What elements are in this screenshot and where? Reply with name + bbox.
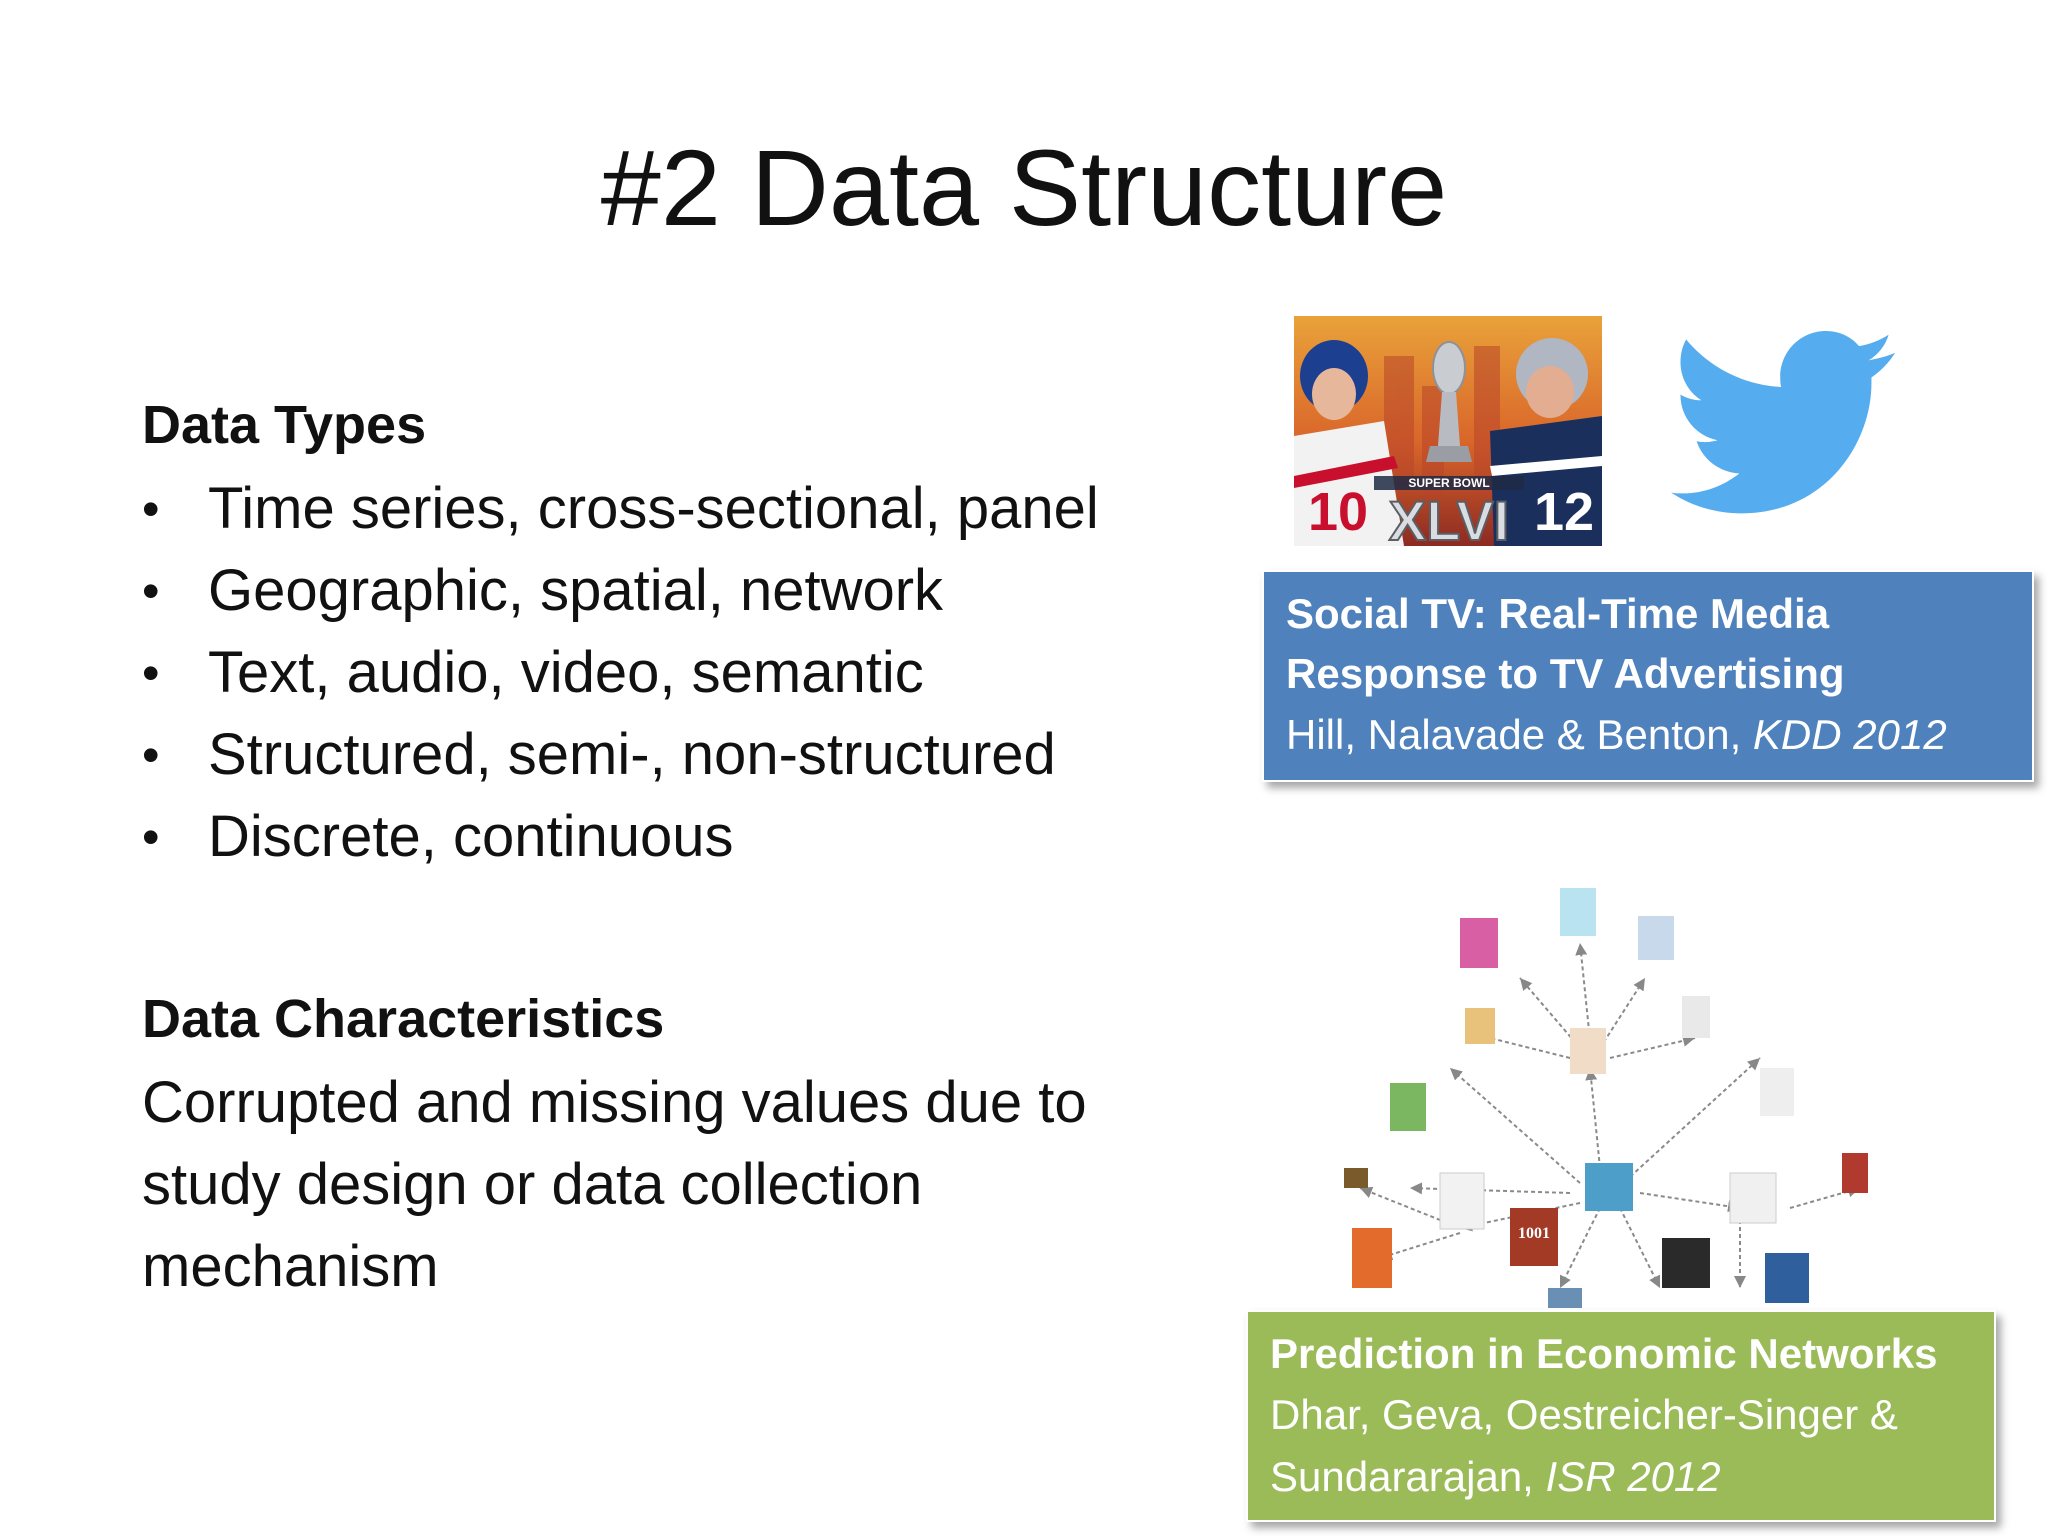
reference-title-line: Response to TV Advertising	[1286, 650, 1845, 697]
book-network-diagram: 1001	[1320, 868, 1880, 1308]
super-bowl-image: 10 12 SUPER BOWL XLVI	[1294, 316, 1602, 546]
data-characteristics-line: study design or data collection	[142, 1152, 923, 1217]
slide-title: #2 Data Structure	[600, 127, 1448, 248]
social-tv-reference-box: Social TV: Real-Time Media Response to T…	[1262, 570, 2034, 782]
bullet-icon: •	[142, 481, 160, 537]
reference-author-names: Hill, Nalavade & Benton,	[1286, 711, 1753, 758]
list-item: • Text, audio, video, semantic	[142, 632, 1202, 714]
data-characteristics-heading: Data Characteristics	[142, 989, 665, 1049]
data-characteristics-text: Corrupted and missing values due to stud…	[142, 1062, 1202, 1308]
reference-title-line: Social TV: Real-Time Media	[1286, 590, 1830, 637]
svg-text:1001: 1001	[1518, 1225, 1550, 1242]
reference-venue: ISR 2012	[1545, 1453, 1721, 1500]
reference-author-names: Sundararajan,	[1270, 1453, 1546, 1500]
bullet-icon: •	[142, 809, 160, 865]
network-graph: 1001	[1344, 888, 1868, 1308]
bullet-icon: •	[142, 645, 160, 701]
list-item-text: Text, audio, video, semantic	[208, 640, 924, 705]
data-types-list: • Time series, cross-sectional, panel • Ge…	[142, 468, 1202, 878]
left-text-column: Data Types • Time series, cross-sectional…	[142, 392, 1202, 1308]
list-item: • Discrete, continuous	[142, 796, 1202, 878]
reference-authors-line: Sundararajan, ISR 2012	[1270, 1446, 1972, 1508]
list-item: • Structured, semi-, non-structured	[142, 714, 1202, 796]
svg-text:12: 12	[1534, 482, 1594, 542]
svg-text:SUPER BOWL: SUPER BOWL	[1408, 476, 1489, 490]
reference-title: Prediction in Economic Networks	[1270, 1330, 1938, 1377]
reference-authors: Hill, Nalavade & Benton, KDD 2012	[1286, 704, 2010, 766]
twitter-bird-svg	[1671, 330, 1896, 514]
twitter-bird-icon	[1670, 330, 1900, 520]
list-item-text: Structured, semi-, non-structured	[208, 722, 1056, 787]
data-types-heading: Data Types	[142, 395, 427, 455]
svg-text:XLVI: XLVI	[1389, 489, 1509, 546]
list-item: • Geographic, spatial, network	[142, 550, 1202, 632]
list-item-text: Discrete, continuous	[208, 804, 734, 869]
economic-networks-reference-box: Prediction in Economic Networks Dhar, Ge…	[1246, 1310, 1996, 1522]
network-nodes: 1001	[1344, 888, 1868, 1308]
player-right: 12	[1490, 338, 1602, 546]
list-item-text: Time series, cross-sectional, panel	[208, 476, 1099, 541]
super-bowl-illustration: 10 12 SUPER BOWL XLVI	[1294, 338, 1602, 546]
reference-venue: KDD 2012	[1752, 711, 1947, 758]
bullet-icon: •	[142, 727, 160, 783]
bullet-icon: •	[142, 563, 160, 619]
reference-authors-line: Dhar, Geva, Oestreicher-Singer &	[1270, 1391, 1898, 1438]
super-bowl-banner: SUPER BOWL XLVI	[1374, 476, 1524, 546]
data-characteristics-line: mechanism	[142, 1234, 439, 1299]
svg-text:10: 10	[1308, 482, 1368, 542]
trophy-icon	[1426, 341, 1472, 462]
player-left: 10	[1294, 340, 1404, 546]
list-item-text: Geographic, spatial, network	[208, 558, 944, 623]
list-item: • Time series, cross-sectional, panel	[142, 468, 1202, 550]
data-characteristics-line: Corrupted and missing values due to	[142, 1070, 1087, 1135]
